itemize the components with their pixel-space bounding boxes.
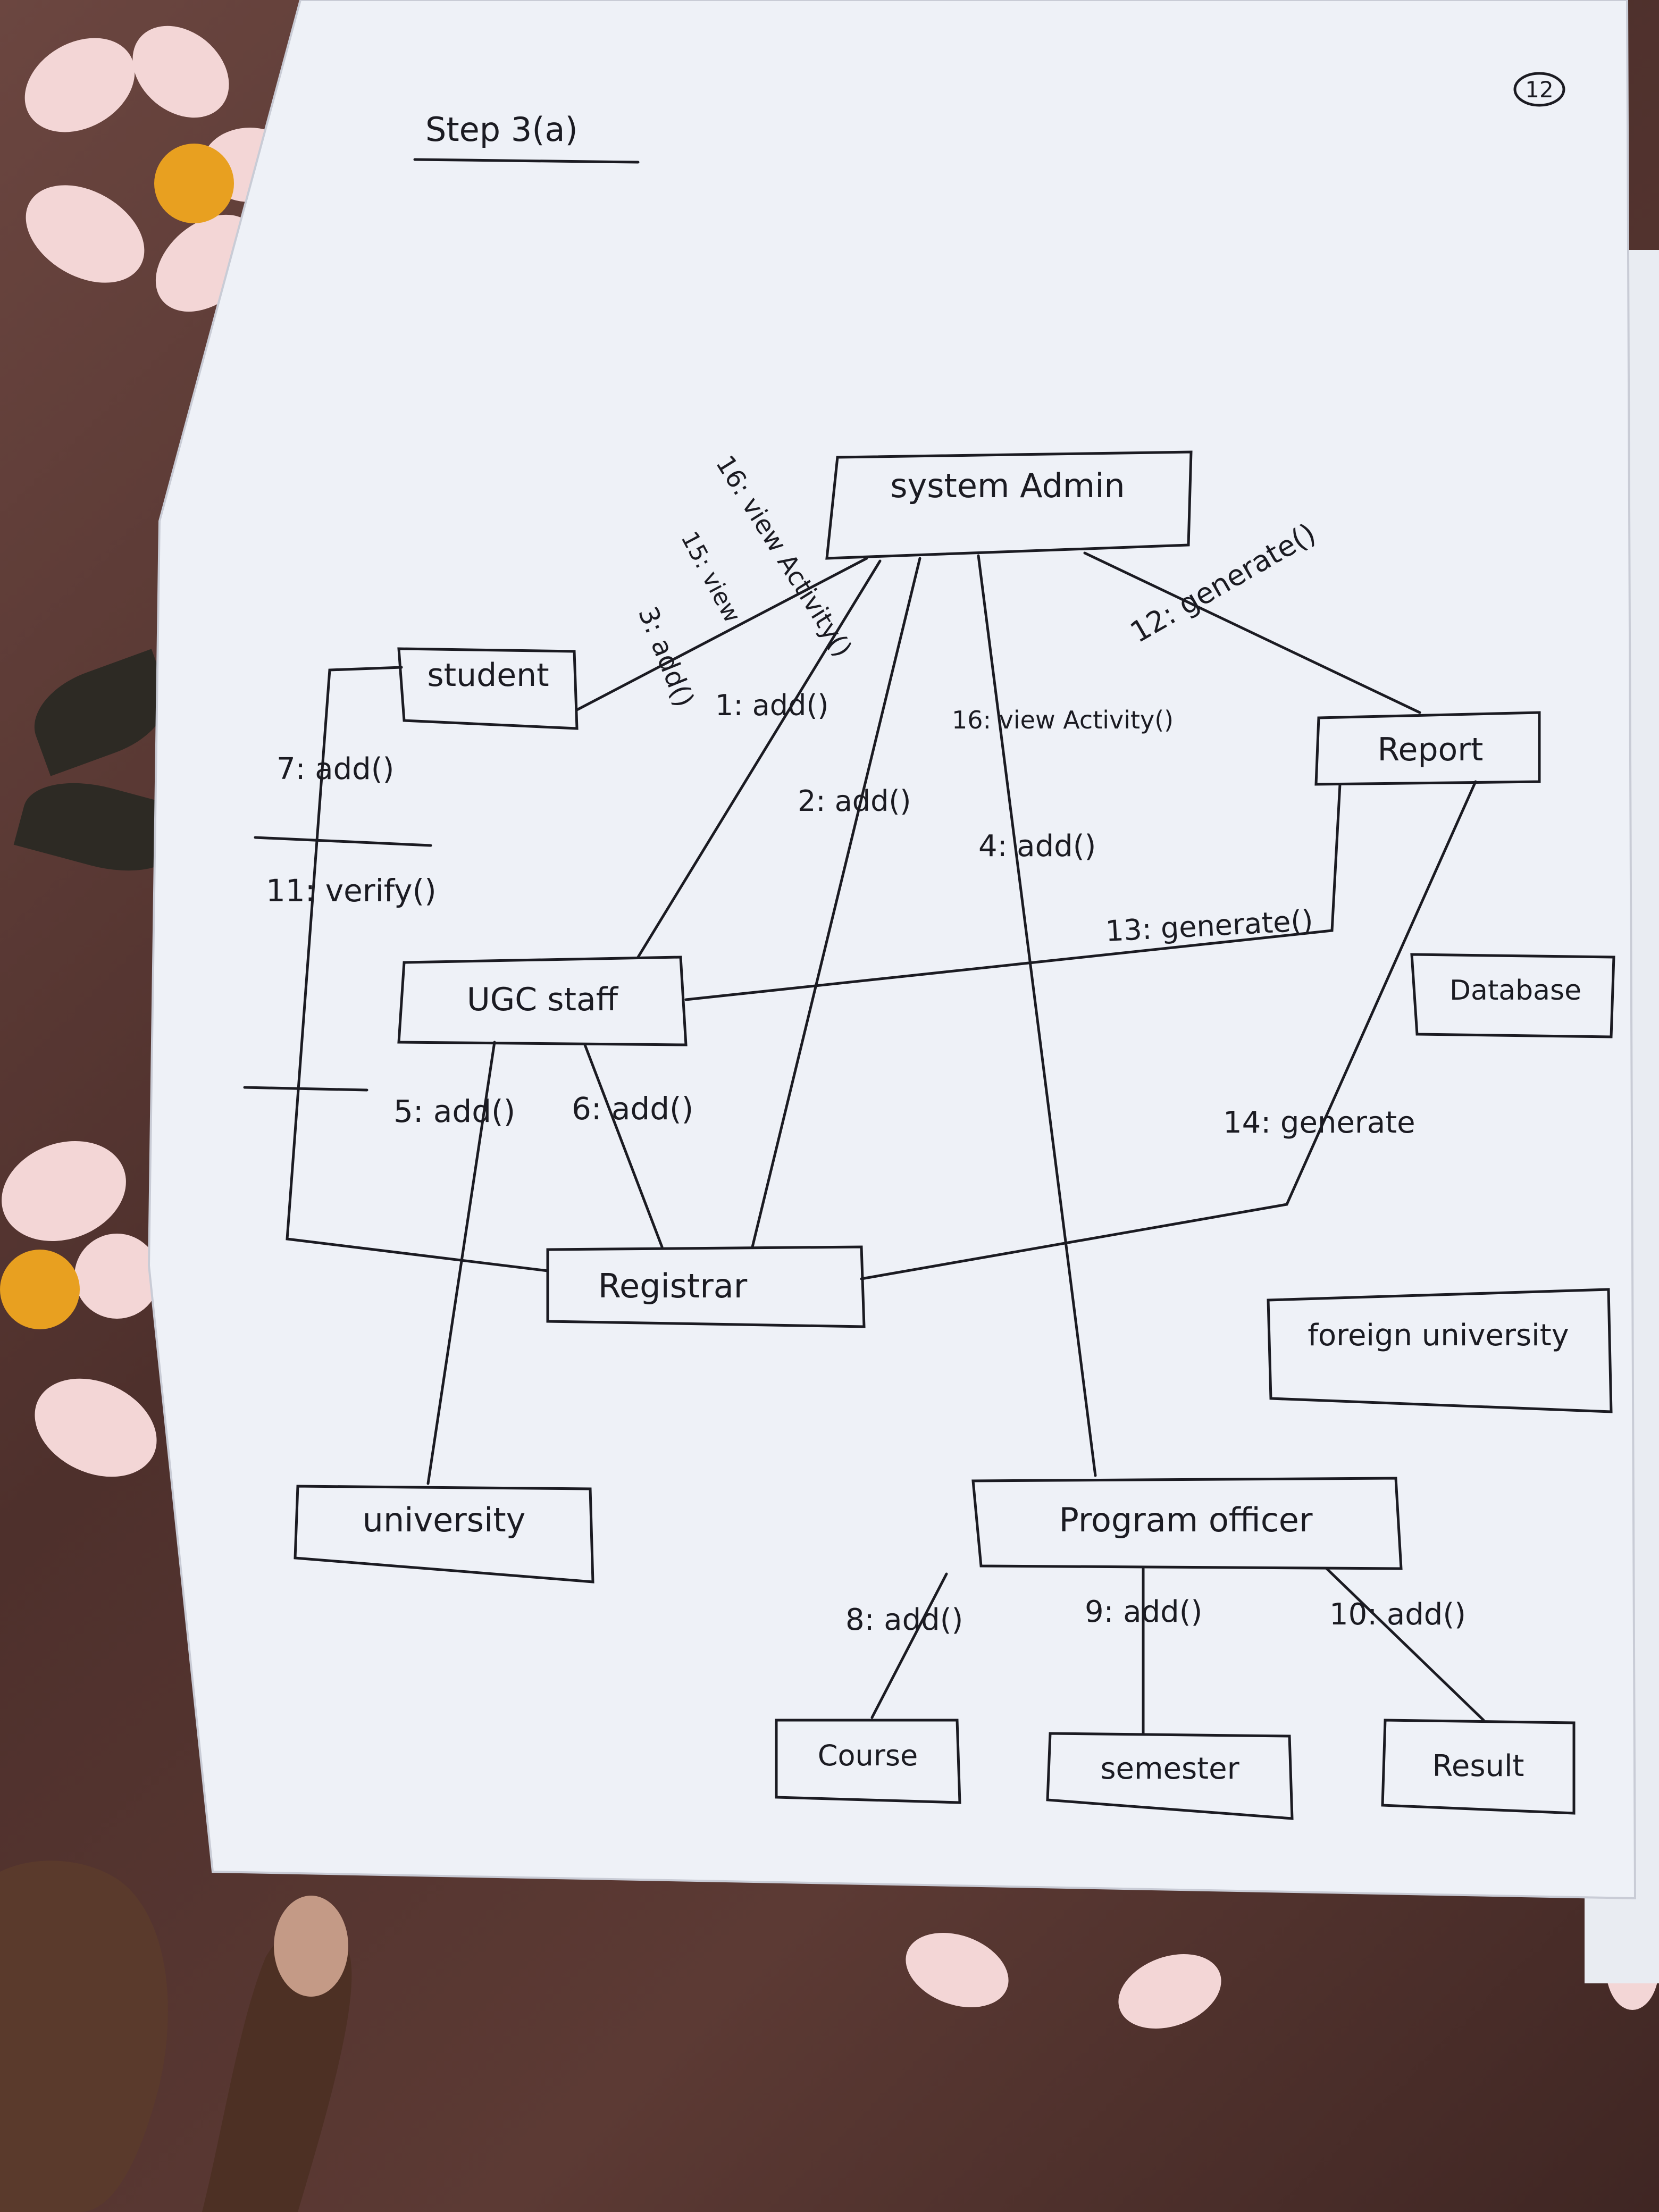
registrar-box xyxy=(546,1245,866,1328)
link-admin-registrar xyxy=(751,557,921,1249)
title-underline xyxy=(413,158,640,164)
link-student-registrar xyxy=(286,666,549,1272)
link-admin-program-officer xyxy=(977,554,1097,1477)
result-label: Result xyxy=(1432,1749,1524,1783)
course-label: Course xyxy=(818,1739,918,1772)
message-15: 15: view xyxy=(675,527,745,627)
link-admin-report xyxy=(1083,551,1421,714)
system-admin-label: system Admin xyxy=(890,466,1125,505)
database-label: Database xyxy=(1449,975,1581,1007)
ugc-staff-label: UGC staff xyxy=(467,981,619,1018)
message-1: 1: add() xyxy=(715,689,829,722)
page-number-circle xyxy=(1513,72,1565,107)
report-box xyxy=(1314,711,1541,786)
semester-box xyxy=(1046,1732,1294,1820)
flower-center xyxy=(0,1250,80,1329)
registrar-label: Registrar xyxy=(598,1267,748,1305)
strikethrough xyxy=(254,836,432,847)
message-5: 5: add() xyxy=(393,1093,515,1129)
ugc-staff-box xyxy=(397,956,688,1046)
program-officer-label: Program officer xyxy=(1059,1501,1313,1539)
page-number: 12 xyxy=(1525,77,1553,103)
message-13: 13: generate() xyxy=(1104,904,1314,948)
system-admin-box xyxy=(825,450,1193,560)
strikethrough xyxy=(243,1086,368,1092)
message-11: 11: verify() xyxy=(266,873,437,909)
program-officer-box xyxy=(971,1477,1403,1570)
holding-finger xyxy=(0,1861,352,2212)
message-14: 14: generate xyxy=(1223,1105,1415,1140)
foreign-university-label: foreign university xyxy=(1308,1318,1569,1353)
link-ugc-university xyxy=(426,1041,496,1485)
message-2: 2: add() xyxy=(798,784,911,818)
message-6: 6: add() xyxy=(572,1091,693,1127)
message-9: 9: add() xyxy=(1085,1595,1202,1629)
link-report-ugc xyxy=(684,783,1342,1001)
link-po-course xyxy=(870,1572,948,1719)
link-admin-ugc xyxy=(636,559,882,959)
message-7: 7: add() xyxy=(276,752,394,786)
link-ugc-registrar xyxy=(583,1043,664,1249)
message-10: 10: add() xyxy=(1329,1597,1466,1632)
link-admin-student xyxy=(575,557,868,711)
message-8: 8: add() xyxy=(845,1603,963,1637)
student-label: student xyxy=(427,657,549,694)
semester-label: semester xyxy=(1100,1752,1239,1786)
course-box xyxy=(775,1719,961,1804)
student-box xyxy=(397,647,579,730)
message-12: 12: generate() xyxy=(1125,516,1321,649)
message-4: 4: add() xyxy=(978,829,1096,864)
page-title: Step 3(a) xyxy=(425,110,578,149)
foreign-university-box xyxy=(1267,1288,1613,1413)
message-3: 3: add() xyxy=(632,602,700,711)
report-label: Report xyxy=(1378,731,1484,768)
result-box xyxy=(1381,1719,1576,1815)
university-label: university xyxy=(363,1501,526,1539)
link-po-result xyxy=(1325,1567,1485,1722)
database-box xyxy=(1410,953,1615,1038)
message-16: 16: view Activity() xyxy=(952,706,1174,734)
link-report-registrar xyxy=(860,780,1477,1280)
flower-petal xyxy=(74,1234,160,1319)
university-box xyxy=(294,1485,594,1583)
